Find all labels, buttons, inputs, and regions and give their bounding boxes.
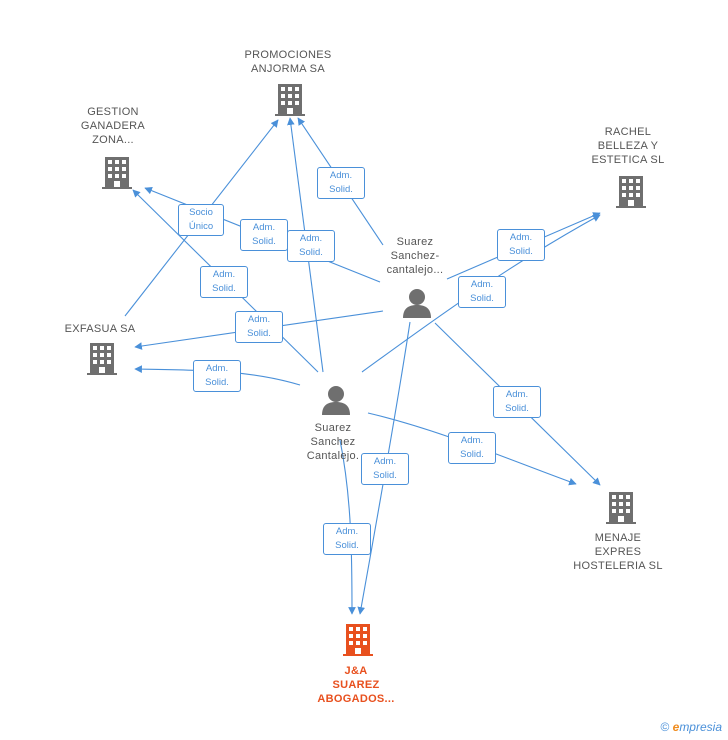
edge-label-line: Adm. [329,170,353,181]
label-line: Cantalejo. [306,450,360,462]
edge-label-line: Solid. [509,246,533,257]
label-line: Sanchez- [390,250,440,262]
edge-label-line: Solid. [252,236,276,247]
brand-logo-initial: e [672,720,680,734]
person2-person-icon[interactable] [322,386,350,415]
label-line: EXFASUA SA [64,323,136,335]
edge-label-adm-solid[interactable]: Adm. Solid. [287,230,335,262]
edge-label-line: Único [188,221,214,232]
label-line: Sanchez [310,436,356,448]
copyright-symbol: © [660,720,670,734]
node-label-person1[interactable]: Suarez Sanchez- cantalejo... [368,235,462,277]
label-line: BELLEZA Y [597,140,659,152]
edge-label-adm-solid[interactable]: Adm. Solid. [235,311,283,343]
edge-label-line: Solid. [373,470,397,481]
menaje-building-icon[interactable] [606,492,636,524]
edge-label-socio-unico[interactable]: Socio Único [178,204,224,236]
edge-label-line: Socio [189,207,213,218]
edge-label-line: Adm. [505,389,529,400]
edge-label-line: Solid. [299,247,323,258]
label-line: cantalejo... [386,264,444,276]
label-line: GESTION [87,106,139,118]
edge-label-adm-solid[interactable]: Adm. Solid. [458,276,506,308]
promociones-building-icon[interactable] [275,84,305,116]
ja-building-icon[interactable] [343,624,373,656]
node-label-menaje[interactable]: MENAJE EXPRES HOSTELERIA SL [568,531,668,573]
label-line: GANADERA [80,120,146,132]
label-line: SUAREZ [332,679,380,691]
node-label-promociones[interactable]: PROMOCIONES ANJORMA SA [228,48,348,76]
label-line: ESTETICA SL [591,154,665,166]
edge-label-line: Adm. [299,233,323,244]
edge-label-adm-solid[interactable]: Adm. Solid. [448,432,496,464]
label-line: J&A [344,665,368,677]
exfasua-building-icon[interactable] [87,343,117,375]
edge-label-line: Adm. [212,269,236,280]
edge-label-adm-solid[interactable]: Adm. Solid. [317,167,365,199]
edge-label-line: Adm. [205,363,229,374]
label-line: EXPRES [594,546,642,558]
edge-label-line: Adm. [252,222,276,233]
edge-label-line: Solid. [460,449,484,460]
label-line: ANJORMA SA [251,63,325,75]
brand-logo-text: mpresia [679,720,722,734]
edge-label-line: Solid. [505,403,529,414]
edge-label-line: Adm. [247,314,271,325]
label-line: ZONA... [92,134,134,146]
label-line: Suarez [314,422,352,434]
edge-label-line: Adm. [509,232,533,243]
edge-label-line: Solid. [247,328,271,339]
node-label-exfasua[interactable]: EXFASUA SA [50,322,150,336]
edge-label-adm-solid[interactable]: Adm. Solid. [240,219,288,251]
edge-label-line: Adm. [460,435,484,446]
edge-label-adm-solid[interactable]: Adm. Solid. [497,229,545,261]
label-line: PROMOCIONES [244,49,332,61]
label-line: RACHEL [604,126,652,138]
node-label-gestion[interactable]: GESTION GANADERA ZONA... [68,105,158,147]
node-label-rachel[interactable]: RACHEL BELLEZA Y ESTETICA SL [578,125,678,167]
edge-label-adm-solid[interactable]: Adm. Solid. [193,360,241,392]
rachel-building-icon[interactable] [616,176,646,208]
label-line: HOSTELERIA SL [573,560,663,572]
gestion-building-icon[interactable] [102,157,132,189]
label-line: Suarez [396,236,434,248]
footer-credit[interactable]: © empresia [660,720,722,734]
edge-label-adm-solid[interactable]: Adm. Solid. [200,266,248,298]
edge-label-line: Solid. [329,184,353,195]
edge-label-line: Solid. [335,540,359,551]
edge-label-line: Adm. [373,456,397,467]
label-line: MENAJE [594,532,642,544]
edge-label-line: Solid. [205,377,229,388]
edge-label-line: Adm. [470,279,494,290]
edge-label-adm-solid[interactable]: Adm. Solid. [323,523,371,555]
label-line: ABOGADOS... [317,693,395,705]
edge-label-line: Adm. [335,526,359,537]
person1-person-icon[interactable] [403,289,431,318]
edge-label-adm-solid[interactable]: Adm. Solid. [361,453,409,485]
node-label-ja[interactable]: J&A SUAREZ ABOGADOS... [306,664,406,706]
edge-label-line: Solid. [212,283,236,294]
node-label-person2[interactable]: Suarez Sanchez Cantalejo. [286,421,380,463]
edge-label-line: Solid. [470,293,494,304]
edge-label-adm-solid[interactable]: Adm. Solid. [493,386,541,418]
